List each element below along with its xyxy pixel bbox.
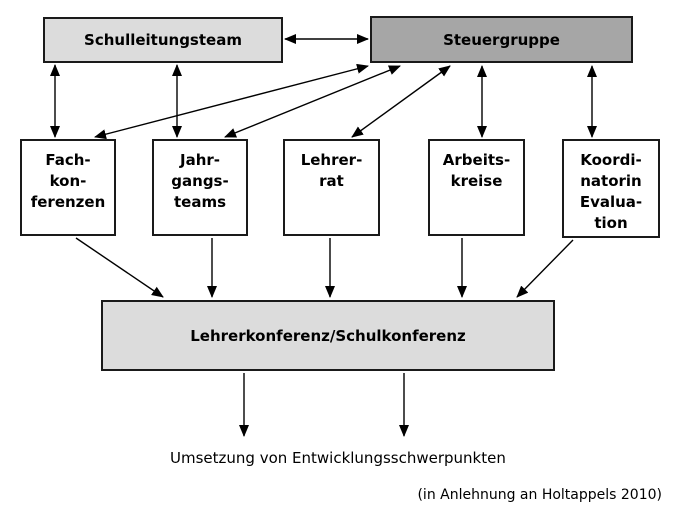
node-koordinatorin-evaluation: Koordi- natorin Evalua- tion: [562, 139, 660, 238]
node-fachkonferenzen: Fach- kon- ferenzen: [20, 139, 116, 236]
node-lehrerkonferenz-schulkonferenz: Lehrerkonferenz/Schulkonferenz: [101, 300, 555, 371]
node-schulleitungsteam-label: Schulleitungsteam: [84, 31, 242, 49]
connector-lehrerrat-to-steuergruppe: [351, 65, 451, 138]
outcome-caption: Umsetzung von Entwicklungsschwerpunkten: [170, 449, 506, 467]
connector-jahrgangsteams-to-steuergruppe: [224, 65, 401, 138]
node-arbeitskreise-label: Arbeits- kreise: [442, 151, 511, 190]
node-fachkonferenzen-label: Fach- kon- ferenzen: [30, 151, 106, 211]
node-steuergruppe-label: Steuergruppe: [443, 30, 560, 49]
node-koordinatorin-evaluation-label: Koordi- natorin Evalua- tion: [579, 151, 643, 232]
node-lehrerrat: Lehrer- rat: [283, 139, 380, 236]
node-lehrerrat-label: Lehrer- rat: [300, 151, 363, 190]
node-lehrerkonferenz-schulkonferenz-label: Lehrerkonferenz/Schulkonferenz: [190, 326, 466, 345]
connector-fachkonferenzen-to-lehrerkonferenz_schulkonferenz: [75, 237, 164, 298]
connector-koordinatorin_evaluation-to-lehrerkonferenz_schulkonferenz: [516, 239, 574, 298]
node-jahrgangsteams: Jahr- gangs- teams: [152, 139, 248, 236]
source-citation: (in Anlehnung an Holtappels 2010): [417, 487, 662, 503]
node-jahrgangsteams-label: Jahr- gangs- teams: [171, 151, 229, 211]
node-schulleitungsteam: Schulleitungsteam: [43, 17, 283, 63]
node-arbeitskreise: Arbeits- kreise: [428, 139, 525, 236]
node-steuergruppe: Steuergruppe: [370, 16, 633, 63]
connector-fachkonferenzen-to-steuergruppe: [94, 63, 369, 140]
